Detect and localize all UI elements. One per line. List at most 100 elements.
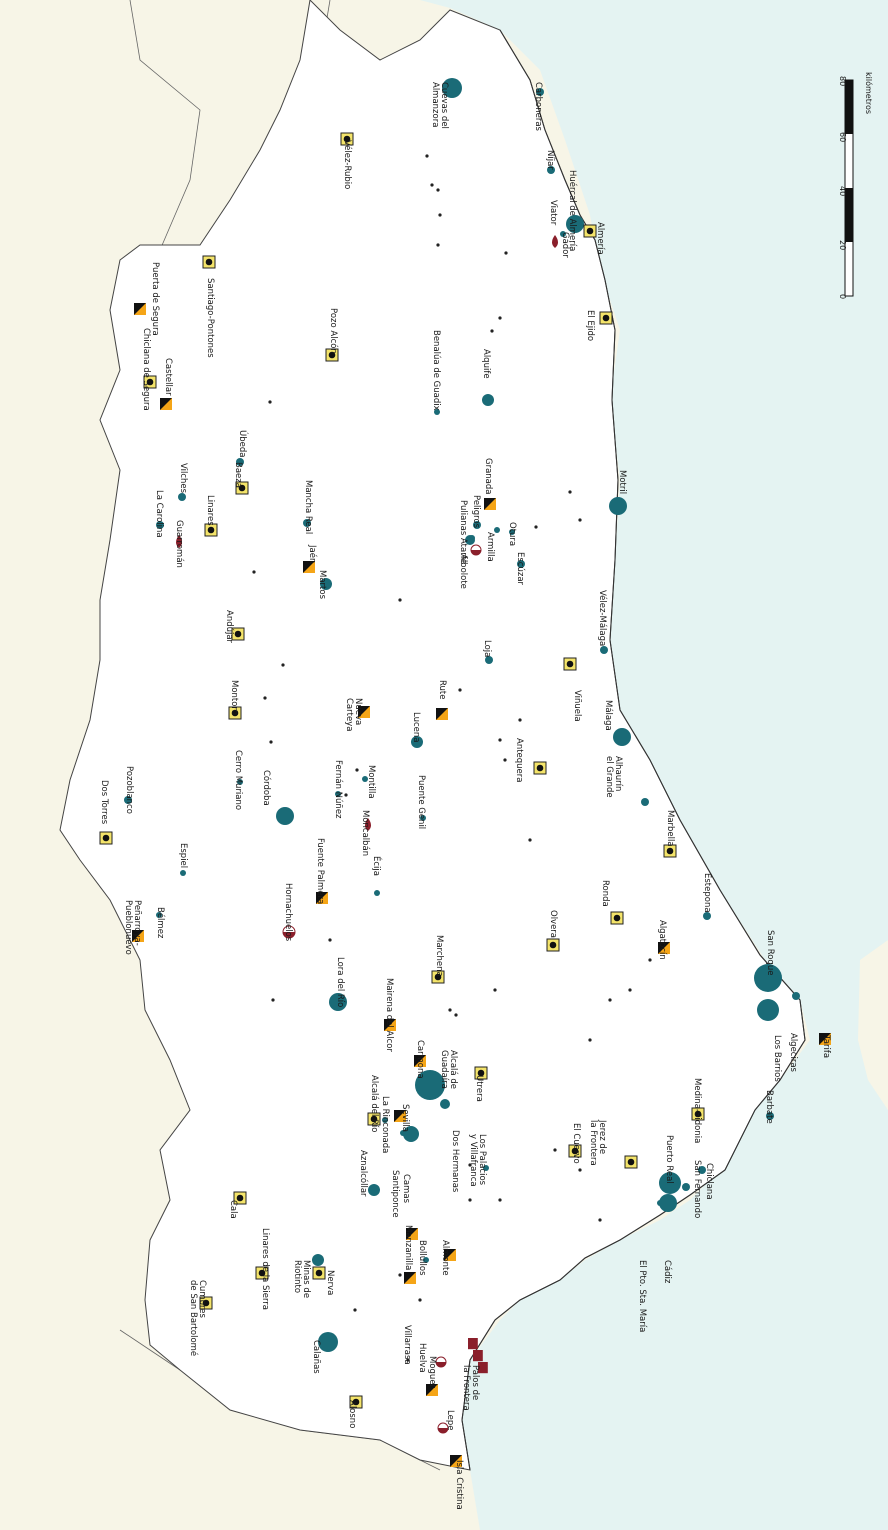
locality-dot [628,988,632,992]
circle-symbol [124,796,132,804]
square-dot [328,351,336,359]
circle-symbol [329,993,347,1011]
place-label: Sevilla [400,1104,410,1132]
place-label: Puerta de Segura [150,262,160,336]
place-symbol-80 [624,1155,638,1169]
place-label: Ronda [600,880,610,907]
locality-dot [608,998,612,1002]
circle-symbol [382,1117,388,1123]
place-label: Martos [317,570,327,600]
place-symbol-97 [312,1254,324,1266]
factory-symbol [468,1338,478,1350]
place-symbol-55 [180,870,186,876]
triangle-orange [819,1033,831,1045]
place-symbol-15 [482,394,494,406]
place-symbol-71 [414,1055,426,1067]
place-symbol-28 [494,527,500,533]
place-symbol-8 [134,303,146,315]
circle-symbol [237,779,243,785]
place-label: Almonte [440,1240,450,1276]
portugal-land [0,1330,460,1530]
region-border-north [129,0,201,251]
place-label: Algatocín [657,920,667,960]
place-symbol-32 [320,578,332,590]
factory-symbol [473,1350,483,1362]
place-label: Mairena del Alcor [384,978,394,1052]
place-symbol-44 [237,779,243,785]
square-dot [566,660,574,668]
place-label: Rute [437,680,447,699]
circle-symbol [659,1172,681,1194]
morocco-land [858,940,888,1110]
place-symbol-83 [682,1183,690,1191]
place-label: Camas [401,1174,411,1204]
place-label: Lora del Río [335,957,345,1007]
scale-unit: kilómetros [864,72,874,114]
place-symbol-66 [754,964,782,992]
circle-symbol [792,992,800,1000]
circle-symbol [600,646,608,654]
triangle-orange [303,561,315,573]
circle-symbol [485,656,493,664]
locality-dot [268,400,272,404]
square-dot [258,1269,266,1277]
place-symbol-95 [659,1194,677,1212]
circle-symbol [320,578,332,590]
place-label: Cerro Muriano [233,750,243,810]
place-symbol-20 [204,523,218,537]
place-label: Linares de la Sierra [260,1228,270,1310]
place-symbol-23 [484,498,496,510]
place-symbol-2 [340,132,354,146]
place-label: Bélmez [155,907,166,939]
place-symbol-26 [469,535,475,541]
place-label: Almería [595,222,605,255]
circle-symbol [509,529,515,535]
circle-symbol [536,88,544,96]
circle-symbol [609,497,627,515]
place-label: Espiel [178,843,188,868]
place-symbol-34 [231,627,245,641]
locality-dot [528,838,532,842]
place-symbol-57 [132,930,144,942]
place-symbol-96 [312,1266,326,1280]
place-label: Vélez-Málaga [597,590,608,646]
scale-tick-60: 60 [838,132,847,142]
circle-symbol [442,78,462,98]
factory-symbol [478,1362,488,1374]
place-label: Málaga [603,700,613,731]
place-symbol-50 [276,807,294,825]
place-label: Lucena [411,712,421,742]
square-dot [202,1299,210,1307]
triangle-orange [414,1055,426,1067]
place-label: Los Barrios [772,1035,782,1082]
square-dot [370,1115,378,1123]
circle-symbol [703,912,711,920]
circle-symbol [420,815,426,821]
locality-dot [534,525,538,529]
place-symbol-81 [483,1165,489,1171]
locality-dot [468,1198,472,1202]
place-label: Úbeda [237,430,249,457]
place-symbol-0 [442,78,462,98]
place-label: Cumbresde San Bartolomé [188,1280,207,1356]
scale-tick-20: 20 [838,240,847,250]
circle-symbol [411,736,423,748]
place-label: Santiponce [390,1170,400,1218]
circle-symbol [560,231,566,237]
locality-dot [406,1358,410,1362]
half-circle-fill [438,1428,448,1433]
place-symbol-42 [613,728,631,746]
place-label: Pozo Alcón [328,308,339,354]
place-label: Dos Torres [99,780,109,825]
circle-symbol [754,964,782,992]
square-dot [602,314,610,322]
place-label: Baeza [233,462,243,488]
locality-dot [493,988,497,992]
place-label: San Fernando [692,1160,702,1218]
square-dot [694,1110,702,1118]
locality-dot [578,1168,582,1172]
circle-symbol [434,409,440,415]
half-circle-fill [283,932,295,938]
place-label: Huelva [417,1343,427,1373]
